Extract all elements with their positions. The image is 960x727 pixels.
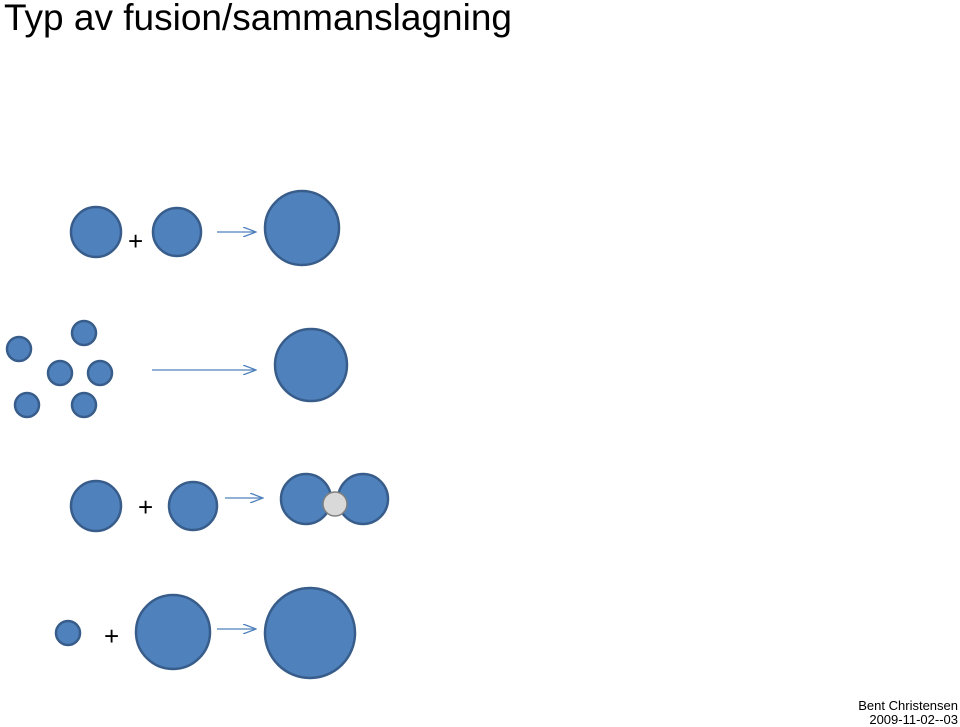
small-drop-circle: [46, 359, 74, 387]
drop-circle: [69, 479, 123, 533]
page-title: Typ av fusion/sammanslagning: [4, 0, 512, 38]
row-3-bridged-merge: +: [69, 472, 390, 533]
small-drop-circle: [13, 391, 41, 419]
merged-drop-circle: [273, 327, 349, 403]
contact-point: [322, 491, 348, 517]
merged-drop-circle: [263, 189, 341, 267]
slide-reference: 2009-11-02--03: [869, 712, 958, 727]
row-2-multiple-merge: [5, 319, 349, 419]
drop-circle: [167, 480, 219, 532]
small-drop-circle: [70, 391, 98, 419]
small-drop-circle: [70, 319, 98, 347]
drop-circle: [69, 205, 123, 259]
footer: Bent Christensen 2009-11-02--03: [858, 699, 958, 727]
plus-sign: +: [104, 621, 119, 651]
merged-drop-circle: [263, 586, 357, 680]
small-drop-circle: [5, 335, 33, 363]
drop-circle: [151, 206, 203, 258]
row-1-equal-merge: +: [69, 189, 341, 267]
plus-sign: +: [128, 226, 143, 256]
small-drop-circle: [54, 619, 82, 647]
row-4-unequal-merge: +: [54, 586, 357, 680]
plus-sign: +: [138, 492, 153, 522]
small-drop-circle: [86, 359, 114, 387]
author-name: Bent Christensen: [858, 698, 958, 713]
drop-circle: [134, 593, 212, 671]
